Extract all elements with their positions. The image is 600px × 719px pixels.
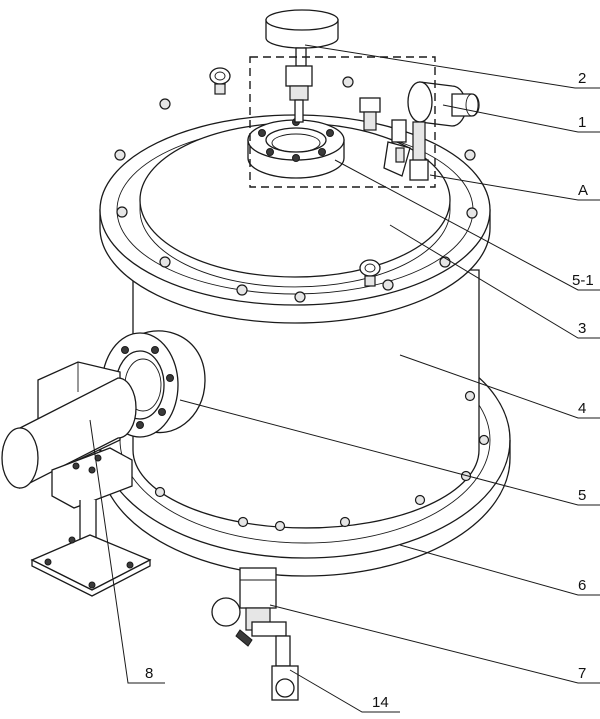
label-6: 6 xyxy=(578,577,586,594)
label-5: 5 xyxy=(578,487,586,504)
top-viewport xyxy=(247,118,345,179)
bottom-gauge xyxy=(271,635,299,701)
valve-lever xyxy=(383,119,411,177)
knob xyxy=(265,9,339,123)
callout-labels: 2 1 A 5-1 3 4 5 6 7 8 14 xyxy=(145,70,594,711)
label-2: 2 xyxy=(578,70,586,87)
label-5-1: 5-1 xyxy=(572,272,594,289)
leader-lines xyxy=(89,44,600,713)
eye-bolt-right xyxy=(359,259,381,287)
detail-box-a xyxy=(249,56,436,188)
eye-bolt-left xyxy=(209,67,231,95)
bottom-drain xyxy=(211,567,287,647)
label-1: 1 xyxy=(578,114,586,131)
label-14: 14 xyxy=(372,694,389,711)
small-fitting xyxy=(359,97,381,131)
side-device xyxy=(1,361,137,561)
pipe-connector xyxy=(407,81,480,181)
label-3: 3 xyxy=(578,320,586,337)
label-a: A xyxy=(578,182,588,199)
bottom-flange-bolts xyxy=(154,390,490,532)
label-7: 7 xyxy=(578,665,586,682)
base-plate xyxy=(30,534,152,597)
label-8: 8 xyxy=(145,665,153,682)
label-4: 4 xyxy=(578,400,586,417)
